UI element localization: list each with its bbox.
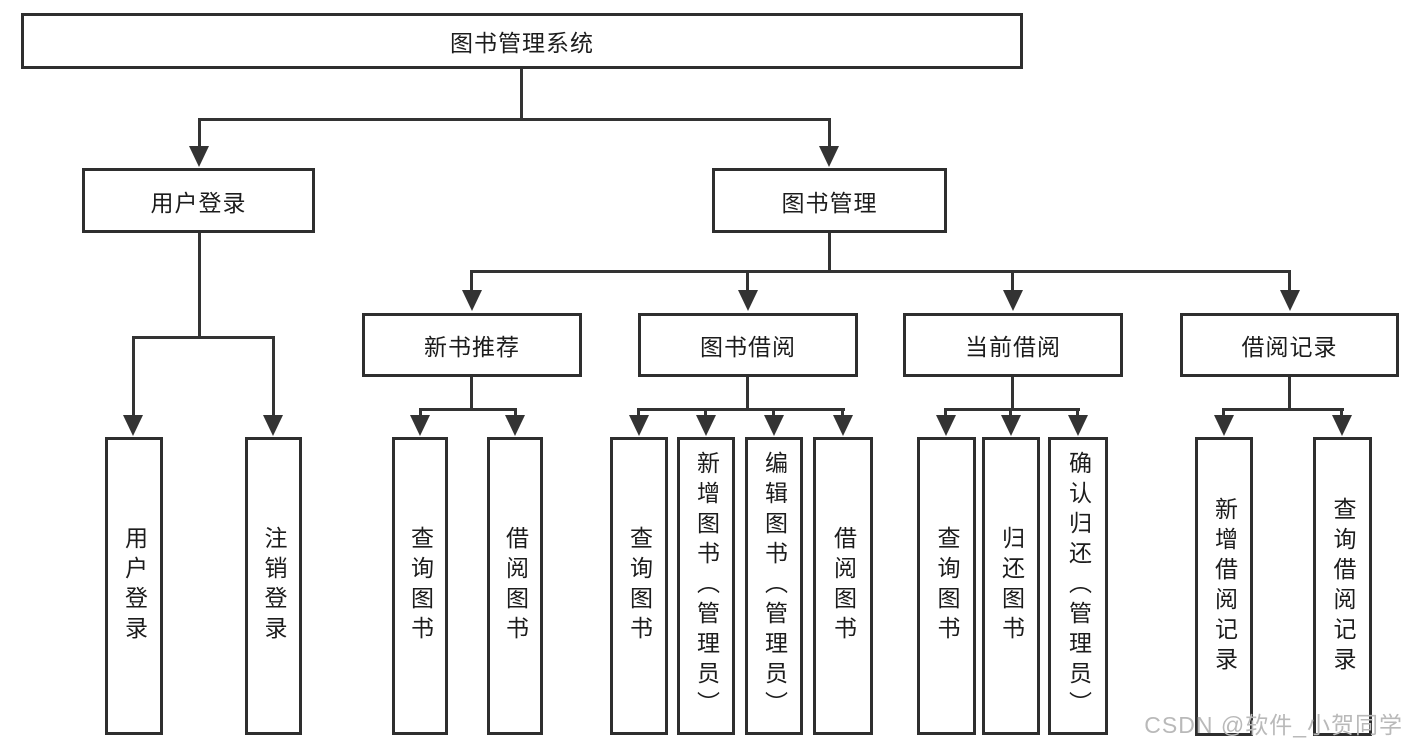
- node-book-management-label: 图书管理: [781, 189, 878, 216]
- leaf-bb-add-books-admin: 新增图书（管理员）: [677, 437, 735, 735]
- connector-line: [746, 377, 749, 408]
- connector-line: [132, 336, 275, 339]
- connector-line: [272, 336, 275, 415]
- arrow-down-icon: [1280, 290, 1300, 311]
- leaf-cb-return-books: 归还图书: [982, 437, 1040, 735]
- arrow-down-icon: [1001, 415, 1021, 436]
- node-new-book-recommend: 新书推荐: [362, 313, 582, 377]
- connector-line: [638, 408, 845, 411]
- arrow-down-icon: [1003, 290, 1023, 311]
- leaf-cb-confirm-return-admin: 确认归还（管理员）: [1048, 437, 1108, 735]
- node-user-login: 用户登录: [82, 168, 315, 233]
- leaf-bb-add-books-admin-label: 新增图书（管理员）: [693, 451, 720, 721]
- connector-line: [945, 408, 1080, 411]
- leaf-bb-query-books: 查询图书: [610, 437, 668, 735]
- connector-line: [1340, 408, 1343, 416]
- arrow-down-icon: [833, 415, 853, 436]
- leaf-cb-confirm-return-admin-label: 确认归还（管理员）: [1065, 451, 1092, 721]
- arrow-down-icon: [462, 290, 482, 311]
- arrow-down-icon: [819, 146, 839, 167]
- connector-line: [944, 408, 947, 416]
- arrow-down-icon: [738, 290, 758, 311]
- arrow-down-icon: [263, 415, 283, 436]
- leaf-nbr-query-books-label: 查询图书: [407, 526, 434, 646]
- watermark: CSDN @软件_小贺同学: [1144, 712, 1403, 738]
- connector-line: [1223, 408, 1344, 411]
- leaf-bb-borrow-books-label: 借阅图书: [830, 526, 857, 646]
- arrow-down-icon: [764, 415, 784, 436]
- leaf-bb-borrow-books: 借阅图书: [813, 437, 873, 735]
- node-book-borrowing: 图书借阅: [638, 313, 858, 377]
- connector-line: [198, 118, 201, 146]
- connector-line: [198, 118, 831, 121]
- connector-line: [1288, 377, 1291, 408]
- leaf-br-query-record: 查询借阅记录: [1313, 437, 1372, 736]
- connector-line: [1011, 377, 1014, 408]
- connector-line: [470, 377, 473, 408]
- connector-line: [1011, 270, 1014, 292]
- connector-line: [132, 336, 135, 415]
- node-book-borrowing-label: 图书借阅: [700, 334, 796, 360]
- connector-line: [637, 408, 640, 416]
- leaf-bb-query-books-label: 查询图书: [626, 526, 653, 646]
- connector-line: [1222, 408, 1225, 416]
- connector-line: [520, 68, 523, 118]
- leaf-logout: 注销登录: [245, 437, 302, 735]
- node-root: 图书管理系统: [21, 13, 1023, 69]
- node-borrowing-records: 借阅记录: [1180, 313, 1399, 377]
- arrow-down-icon: [410, 415, 430, 436]
- arrow-down-icon: [505, 415, 525, 436]
- connector-line: [746, 270, 749, 292]
- arrow-down-icon: [1068, 415, 1088, 436]
- arrow-down-icon: [936, 415, 956, 436]
- arrow-down-icon: [123, 415, 143, 436]
- leaf-cb-query-books-label: 查询图书: [934, 526, 960, 646]
- connector-line: [1288, 270, 1291, 292]
- connector-line: [704, 408, 707, 416]
- connector-line: [470, 270, 473, 292]
- arrow-down-icon: [1332, 415, 1352, 436]
- leaf-logout-label: 注销登录: [261, 526, 287, 646]
- connector-line: [419, 408, 422, 416]
- leaf-cb-query-books: 查询图书: [917, 437, 976, 735]
- leaf-user-login-label: 用户登录: [121, 526, 148, 646]
- connector-line: [470, 270, 1291, 273]
- arrow-down-icon: [629, 415, 649, 436]
- arrow-down-icon: [696, 415, 716, 436]
- arrow-down-icon: [1214, 415, 1234, 436]
- arrow-down-icon: [189, 146, 209, 167]
- node-book-management: 图书管理: [712, 168, 947, 233]
- node-current-borrowing: 当前借阅: [903, 313, 1123, 377]
- connector-line: [772, 408, 775, 416]
- leaf-nbr-query-books: 查询图书: [392, 437, 448, 735]
- leaf-cb-return-books-label: 归还图书: [998, 526, 1025, 646]
- leaf-bb-edit-books-admin-label: 编辑图书（管理员）: [761, 451, 788, 721]
- leaf-br-query-record-label: 查询借阅记录: [1330, 496, 1356, 677]
- leaf-nbr-borrow-books: 借阅图书: [487, 437, 543, 735]
- leaf-nbr-borrow-books-label: 借阅图书: [502, 526, 529, 646]
- connector-line: [1076, 408, 1079, 416]
- leaf-br-add-record: 新增借阅记录: [1195, 437, 1253, 736]
- connector-line: [841, 408, 844, 416]
- node-user-login-label: 用户登录: [150, 189, 247, 216]
- node-borrowing-records-label: 借阅记录: [1241, 334, 1338, 360]
- connector-line: [419, 408, 517, 411]
- node-current-borrowing-label: 当前借阅: [965, 334, 1061, 360]
- connector-line: [828, 233, 831, 270]
- leaf-br-add-record-label: 新增借阅记录: [1211, 496, 1238, 677]
- leaf-user-login: 用户登录: [105, 437, 163, 735]
- connector-line: [514, 408, 517, 416]
- connector-line: [828, 118, 831, 146]
- leaf-bb-edit-books-admin: 编辑图书（管理员）: [745, 437, 803, 735]
- connector-line: [198, 233, 201, 336]
- node-root-label: 图书管理系统: [450, 30, 594, 56]
- connector-line: [1009, 408, 1012, 416]
- node-new-book-recommend-label: 新书推荐: [424, 334, 520, 360]
